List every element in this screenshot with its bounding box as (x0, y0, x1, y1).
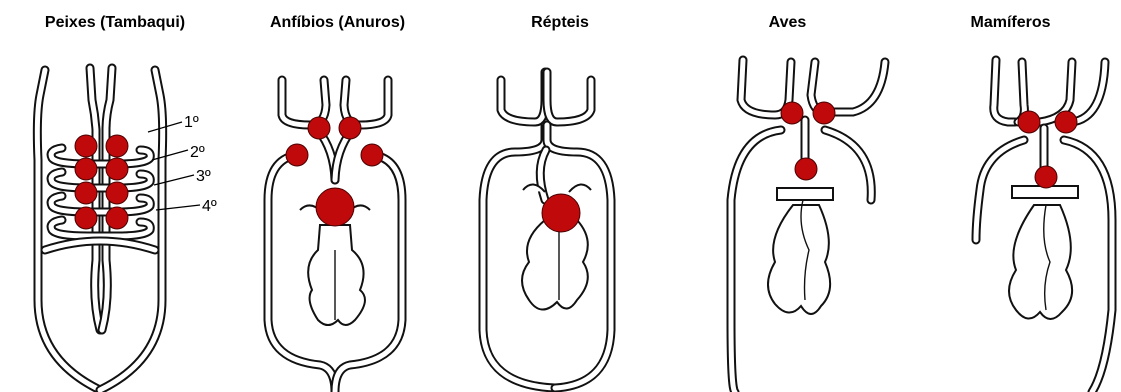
marker (781, 102, 803, 124)
marker (75, 207, 97, 229)
marker (75, 182, 97, 204)
arch-label-lines (148, 122, 200, 210)
marker (106, 182, 128, 204)
panel-reptile: Répteis (445, 0, 675, 392)
marker (795, 158, 817, 180)
marker (75, 158, 97, 180)
marker (308, 117, 330, 139)
mammal-heart (1009, 186, 1078, 319)
arch-label-2: 2º (190, 144, 205, 161)
marker (361, 144, 383, 166)
amphibian-circulation-diagram (230, 0, 445, 392)
marker (542, 194, 580, 232)
arch-label-4: 4º (202, 198, 217, 215)
bird-circulation-diagram (675, 0, 900, 392)
panel-bird: Aves (675, 0, 900, 392)
arch-label-1: 1º (184, 114, 199, 131)
panel-fish: Peixes (Tambaqui) (0, 0, 230, 392)
marker (813, 102, 835, 124)
mammal-circulation-diagram (900, 0, 1121, 392)
marker (339, 117, 361, 139)
marker (316, 188, 354, 226)
marker (286, 144, 308, 166)
fish-vessels (37, 68, 162, 390)
reptile-markers (542, 194, 580, 232)
marker (106, 207, 128, 229)
marker (106, 135, 128, 157)
marker (1018, 111, 1040, 133)
reptile-circulation-diagram (445, 0, 675, 392)
bird-heart (768, 188, 833, 314)
fish-circulation-diagram: 1º 2º 3º 4º (0, 0, 230, 392)
marker (1055, 111, 1077, 133)
marker (1035, 166, 1057, 188)
arch-label-3: 3º (196, 168, 211, 185)
marker (106, 158, 128, 180)
marker (75, 135, 97, 157)
panel-mammal: Mamíferos (900, 0, 1121, 392)
panel-amphibian: Anfíbios (Anuros) (230, 0, 445, 392)
